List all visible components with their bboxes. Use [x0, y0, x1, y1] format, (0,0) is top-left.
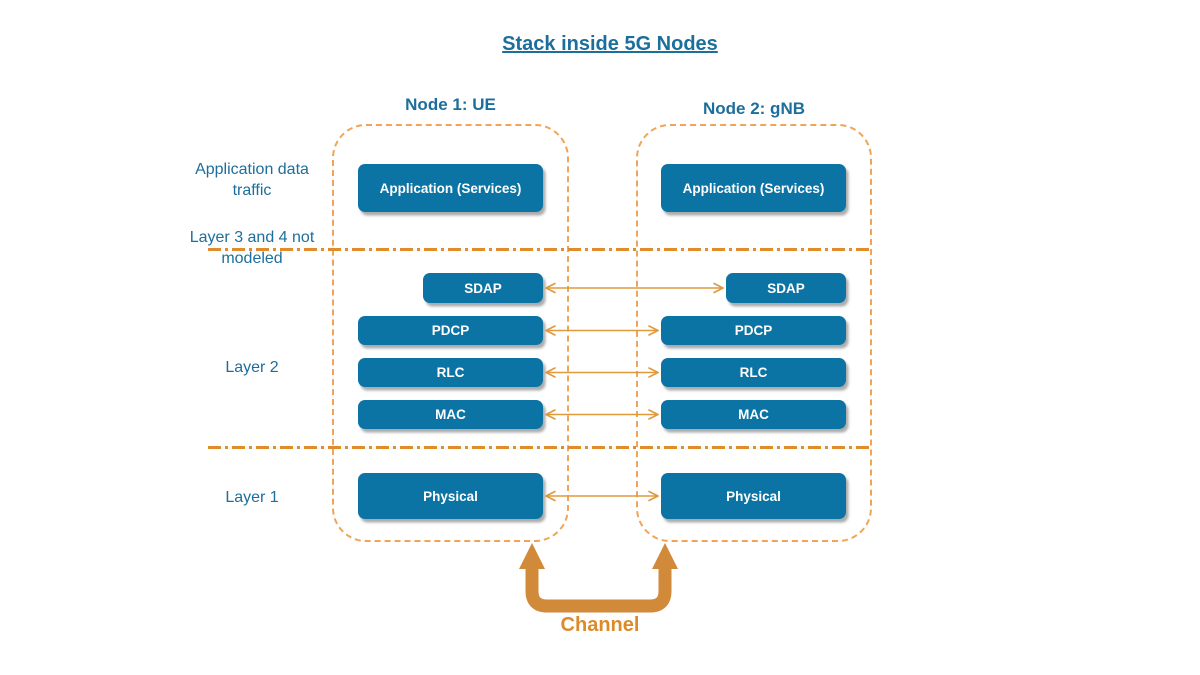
node1-mac-box: MAC [358, 400, 543, 429]
label-layer-2: Layer 2 [225, 359, 279, 376]
label-line: traffic [232, 182, 272, 199]
node2-sdap-box: SDAP [726, 273, 846, 303]
node2-mac-box: MAC [661, 400, 846, 429]
node2-physical-box: Physical [661, 473, 846, 519]
channel-connector-icon [519, 543, 678, 613]
layer-separator-bottom [208, 446, 872, 449]
node1-rlc-box: RLC [358, 358, 543, 387]
node1-title: Node 1: UE [405, 95, 496, 114]
diagram-title: Stack inside 5G Nodes [502, 33, 718, 55]
node1-container [332, 124, 569, 542]
node2-application-box: Application (Services) [661, 164, 846, 212]
node1-physical-box: Physical [358, 473, 543, 519]
label-line: Layer 3 and 4 not [189, 229, 315, 246]
node1-sdap-box: SDAP [423, 273, 543, 303]
node2-title: Node 2: gNB [703, 99, 805, 118]
label-layer-1: Layer 1 [225, 489, 279, 506]
node1-application-box: Application (Services) [358, 164, 543, 212]
label-application-data-traffic: Application data traffic [168, 159, 336, 201]
channel-label: Channel [560, 614, 640, 636]
label-line: modeled [221, 250, 283, 267]
layer-separator-top [208, 248, 872, 251]
node2-rlc-box: RLC [661, 358, 846, 387]
node2-pdcp-box: PDCP [661, 316, 846, 345]
label-line: Application data [195, 161, 309, 178]
node1-pdcp-box: PDCP [358, 316, 543, 345]
label-layers-not-modeled: Layer 3 and 4 not modeled [168, 227, 336, 269]
node2-container [636, 124, 872, 542]
